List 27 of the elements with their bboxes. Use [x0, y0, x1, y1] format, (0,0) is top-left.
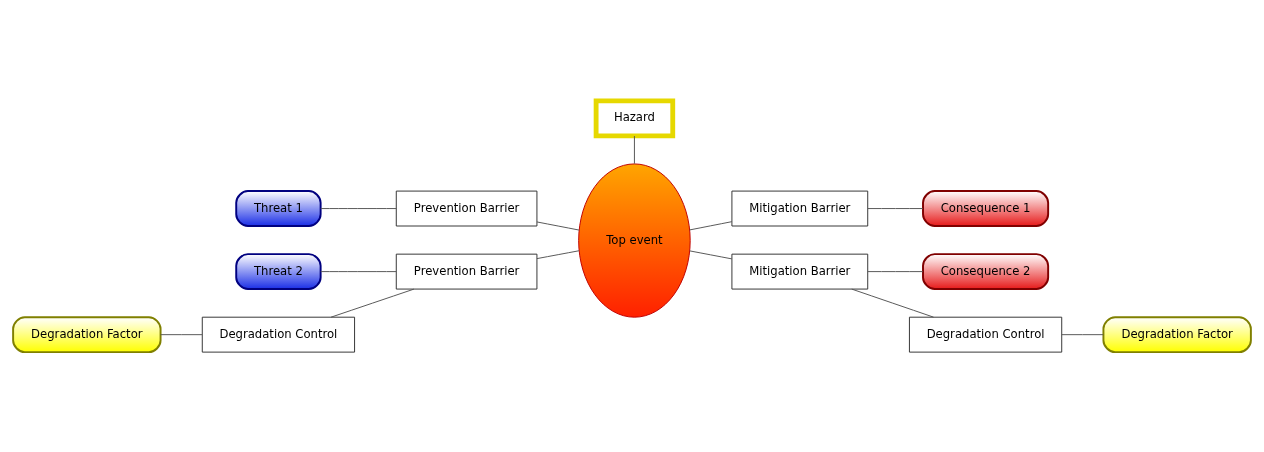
connector	[330, 288, 415, 318]
connector	[867, 207, 924, 209]
node-box: Prevention Barrier	[395, 253, 538, 290]
node-ellipse: Top event	[578, 162, 691, 318]
node-box: Mitigation Barrier	[731, 190, 869, 226]
connector	[851, 288, 935, 318]
node-box: Mitigation Barrier	[731, 253, 869, 290]
node-box: Consequence 2	[922, 252, 1050, 290]
connector	[320, 207, 397, 209]
node-box: Prevention Barrier	[395, 190, 538, 226]
connector	[320, 270, 397, 272]
connector	[689, 249, 733, 259]
connector	[536, 220, 580, 231]
connector	[536, 249, 580, 259]
node-box: Consequence 1	[922, 189, 1050, 227]
node-box: Degradation Factor	[12, 315, 162, 353]
node-box: Hazard	[593, 97, 676, 138]
connector	[689, 220, 733, 230]
node-box: Degradation Factor	[1102, 315, 1252, 353]
node-box: Degradation Control	[201, 316, 356, 353]
connector	[160, 333, 203, 335]
connector	[867, 270, 924, 272]
connector	[633, 135, 635, 164]
node-box: Threat 2	[235, 252, 322, 290]
node-box: Degradation Control	[908, 316, 1063, 353]
connector	[1061, 333, 1104, 335]
node-box: Threat 1	[235, 189, 322, 227]
